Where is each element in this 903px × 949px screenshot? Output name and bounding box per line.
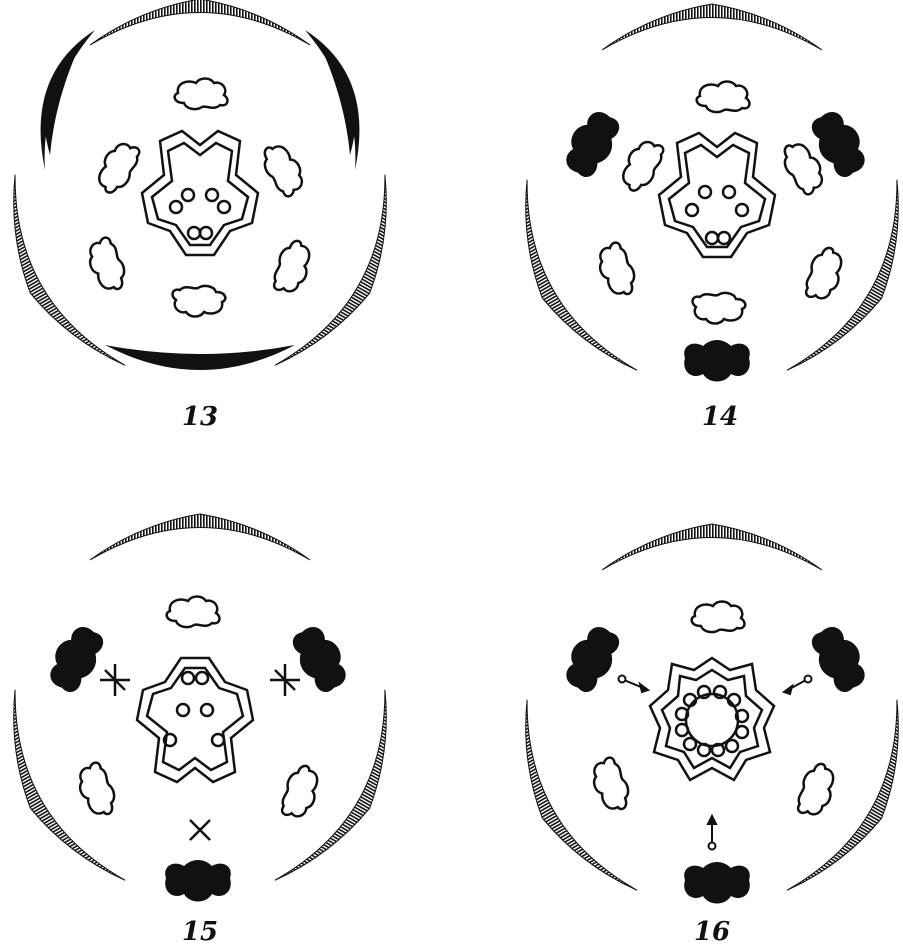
ovary — [142, 131, 258, 255]
diagram-16 — [487, 524, 903, 913]
ovary — [137, 658, 253, 782]
diagram-14 — [487, 4, 903, 393]
diagram-13 — [0, 0, 425, 388]
diagram-15 — [0, 514, 425, 903]
diagram-label-16: 16 — [694, 917, 730, 947]
ovary — [659, 133, 775, 257]
petals — [83, 79, 316, 317]
petals — [73, 597, 324, 823]
petals — [593, 82, 848, 324]
cross-marks — [100, 664, 300, 840]
ovary — [650, 658, 774, 780]
outer-sepals — [487, 4, 903, 393]
diagram-label-14: 14 — [702, 402, 738, 432]
diagram-label-15: 15 — [182, 917, 218, 947]
diagram-label-13: 13 — [182, 402, 218, 432]
